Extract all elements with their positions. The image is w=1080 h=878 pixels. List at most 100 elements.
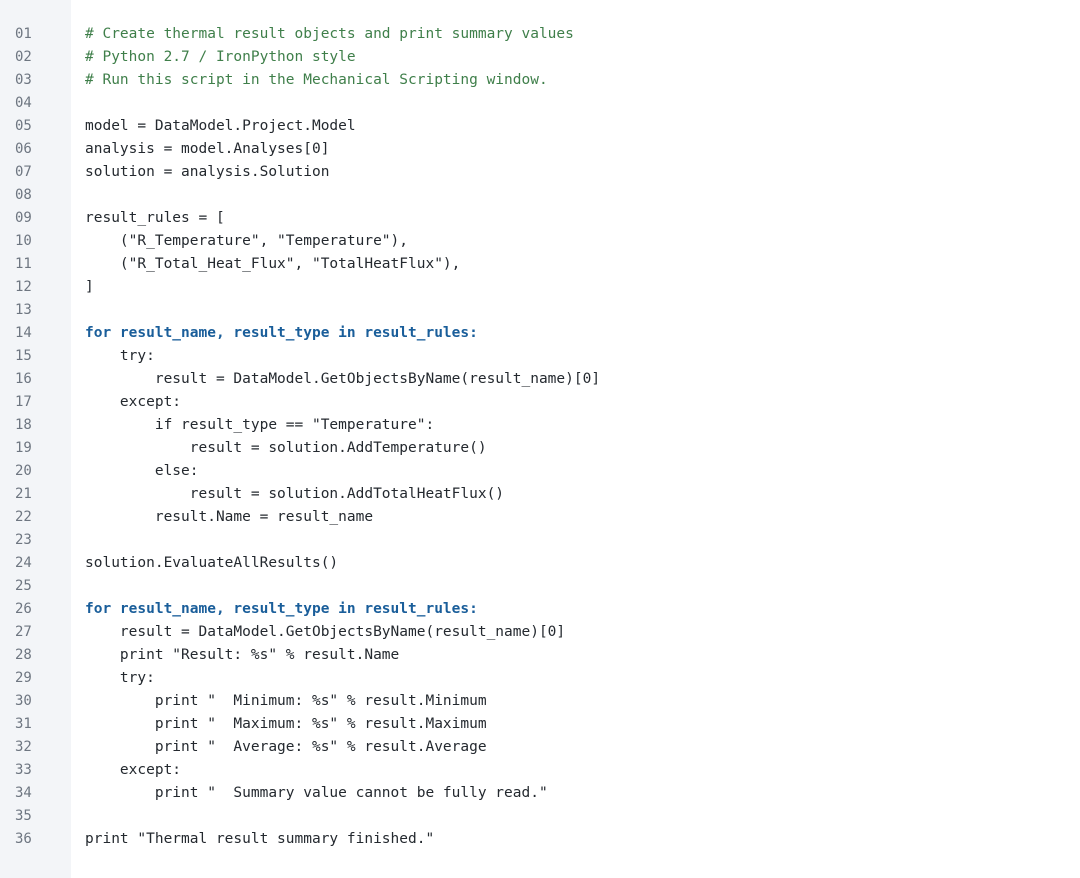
code-text: if result_type == "Temperature":	[85, 417, 435, 433]
line-number: 20	[15, 463, 32, 479]
line-number: 03	[15, 72, 32, 88]
code-text: ("R_Temperature", "Temperature"),	[85, 233, 409, 249]
line-number: 21	[15, 486, 32, 502]
code-comment: # Run this script in the Mechanical Scri…	[85, 72, 548, 88]
code-line[interactable]	[85, 92, 1080, 115]
code-text: try:	[85, 348, 155, 364]
line-number: 01	[15, 26, 32, 42]
line-number: 26	[15, 601, 32, 617]
line-number: 31	[15, 716, 32, 732]
code-text: solution = analysis.Solution	[85, 164, 330, 180]
code-line[interactable]: else:	[85, 460, 1080, 483]
code-text: model = DataModel.Project.Model	[85, 118, 356, 134]
code-text: result_rules = [	[85, 210, 225, 226]
code-line[interactable]: print " Maximum: %s" % result.Maximum	[85, 713, 1080, 736]
code-text: try:	[85, 670, 155, 686]
code-area[interactable]: # Create thermal result objects and prin…	[71, 0, 1080, 878]
code-text: except:	[85, 762, 182, 778]
line-number: 09	[15, 210, 32, 226]
code-line[interactable]: solution = analysis.Solution	[85, 161, 1080, 184]
line-number: 13	[15, 302, 32, 318]
code-line[interactable]: # Python 2.7 / IronPython style	[85, 46, 1080, 69]
code-line[interactable]: try:	[85, 667, 1080, 690]
code-line[interactable]: analysis = model.Analyses[0]	[85, 138, 1080, 161]
code-line[interactable]: ("R_Temperature", "Temperature"),	[85, 230, 1080, 253]
code-line[interactable]: except:	[85, 391, 1080, 414]
code-comment: # Create thermal result objects and prin…	[85, 26, 574, 42]
code-line[interactable]: # Run this script in the Mechanical Scri…	[85, 69, 1080, 92]
line-number: 28	[15, 647, 32, 663]
code-line[interactable]: # Create thermal result objects and prin…	[85, 23, 1080, 46]
code-line[interactable]: print "Result: %s" % result.Name	[85, 644, 1080, 667]
code-line[interactable]: result = DataModel.GetObjectsByName(resu…	[85, 621, 1080, 644]
line-number: 11	[15, 256, 32, 272]
code-line[interactable]: print "Thermal result summary finished."	[85, 828, 1080, 851]
line-number: 06	[15, 141, 32, 157]
code-line[interactable]: for result_name, result_type in result_r…	[85, 598, 1080, 621]
code-line[interactable]: print " Summary value cannot be fully re…	[85, 782, 1080, 805]
line-number: 23	[15, 532, 32, 548]
code-line[interactable]: result.Name = result_name	[85, 506, 1080, 529]
line-number: 08	[15, 187, 32, 203]
line-number: 07	[15, 164, 32, 180]
code-keyword-statement: for result_name, result_type in result_r…	[85, 601, 478, 617]
code-text: print "Result: %s" % result.Name	[85, 647, 400, 663]
code-text: ]	[85, 279, 94, 295]
code-text: else:	[85, 463, 199, 479]
code-line[interactable]: result_rules = [	[85, 207, 1080, 230]
line-number: 10	[15, 233, 32, 249]
line-number: 32	[15, 739, 32, 755]
code-line[interactable]: ]	[85, 276, 1080, 299]
line-number: 27	[15, 624, 32, 640]
code-line[interactable]: try:	[85, 345, 1080, 368]
code-text: print "Thermal result summary finished."	[85, 831, 435, 847]
line-number: 16	[15, 371, 32, 387]
code-line[interactable]	[85, 184, 1080, 207]
line-number: 30	[15, 693, 32, 709]
code-line[interactable]: solution.EvaluateAllResults()	[85, 552, 1080, 575]
code-line[interactable]: for result_name, result_type in result_r…	[85, 322, 1080, 345]
code-line[interactable]: print " Minimum: %s" % result.Minimum	[85, 690, 1080, 713]
line-number: 17	[15, 394, 32, 410]
code-line[interactable]	[85, 805, 1080, 828]
code-line[interactable]: except:	[85, 759, 1080, 782]
line-number: 02	[15, 49, 32, 65]
code-text: result = solution.AddTemperature()	[85, 440, 487, 456]
line-number: 36	[15, 831, 32, 847]
code-line[interactable]: result = solution.AddTemperature()	[85, 437, 1080, 460]
line-number: 25	[15, 578, 32, 594]
code-text: print " Maximum: %s" % result.Maximum	[85, 716, 487, 732]
code-line[interactable]	[85, 529, 1080, 552]
code-text: result = solution.AddTotalHeatFlux()	[85, 486, 505, 502]
code-keyword-statement: for result_name, result_type in result_r…	[85, 325, 478, 341]
code-text: result = DataModel.GetObjectsByName(resu…	[85, 624, 566, 640]
code-line[interactable]: print " Average: %s" % result.Average	[85, 736, 1080, 759]
code-text: solution.EvaluateAllResults()	[85, 555, 339, 571]
line-number: 04	[15, 95, 32, 111]
code-line[interactable]	[85, 299, 1080, 322]
code-comment: # Python 2.7 / IronPython style	[85, 49, 356, 65]
line-number: 15	[15, 348, 32, 364]
code-text: print " Average: %s" % result.Average	[85, 739, 487, 755]
line-number: 12	[15, 279, 32, 295]
code-text: except:	[85, 394, 182, 410]
code-line[interactable]: ("R_Total_Heat_Flux", "TotalHeatFlux"),	[85, 253, 1080, 276]
code-line[interactable]: model = DataModel.Project.Model	[85, 115, 1080, 138]
code-line[interactable]: result = solution.AddTotalHeatFlux()	[85, 483, 1080, 506]
code-text: analysis = model.Analyses[0]	[85, 141, 330, 157]
line-number: 29	[15, 670, 32, 686]
code-line[interactable]: if result_type == "Temperature":	[85, 414, 1080, 437]
code-text: result = DataModel.GetObjectsByName(resu…	[85, 371, 601, 387]
code-line[interactable]: result = DataModel.GetObjectsByName(resu…	[85, 368, 1080, 391]
code-line[interactable]	[85, 575, 1080, 598]
code-text: print " Minimum: %s" % result.Minimum	[85, 693, 487, 709]
line-number: 05	[15, 118, 32, 134]
code-text: print " Summary value cannot be fully re…	[85, 785, 548, 801]
line-number: 18	[15, 417, 32, 433]
line-number: 19	[15, 440, 32, 456]
line-number: 24	[15, 555, 32, 571]
line-number: 35	[15, 808, 32, 824]
code-text: ("R_Total_Heat_Flux", "TotalHeatFlux"),	[85, 256, 461, 272]
code-text: result.Name = result_name	[85, 509, 374, 525]
